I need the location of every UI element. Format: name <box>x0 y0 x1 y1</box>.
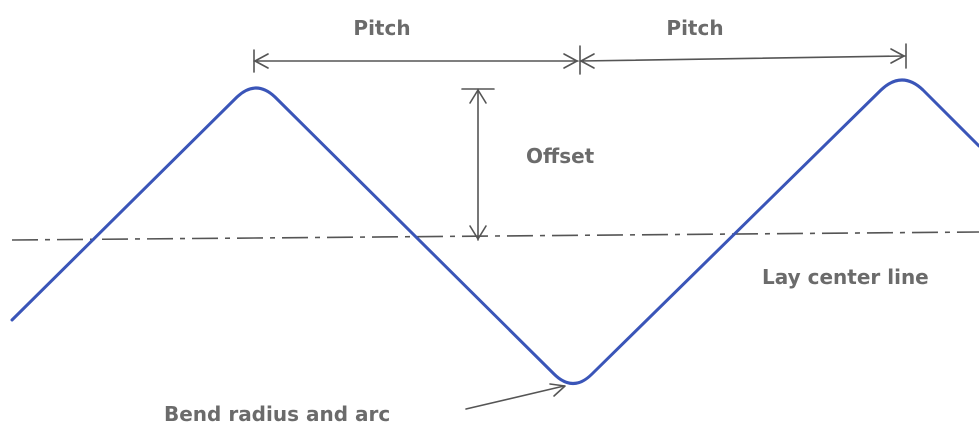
pitch-left-label: Pitch <box>353 16 410 40</box>
lay-center-line-label: Lay center line <box>762 265 929 289</box>
offset-label: Offset <box>526 144 595 168</box>
bend-pointer-arrow <box>465 383 566 410</box>
pitch-dimension-left <box>253 49 579 73</box>
pitch-right-label: Pitch <box>666 16 723 40</box>
pitch-dimension-right <box>579 43 907 75</box>
lay-center-line <box>11 231 979 241</box>
offset-dimension <box>461 88 495 241</box>
bend-radius-label: Bend radius and arc <box>164 402 390 426</box>
strand-wave <box>10 78 979 385</box>
